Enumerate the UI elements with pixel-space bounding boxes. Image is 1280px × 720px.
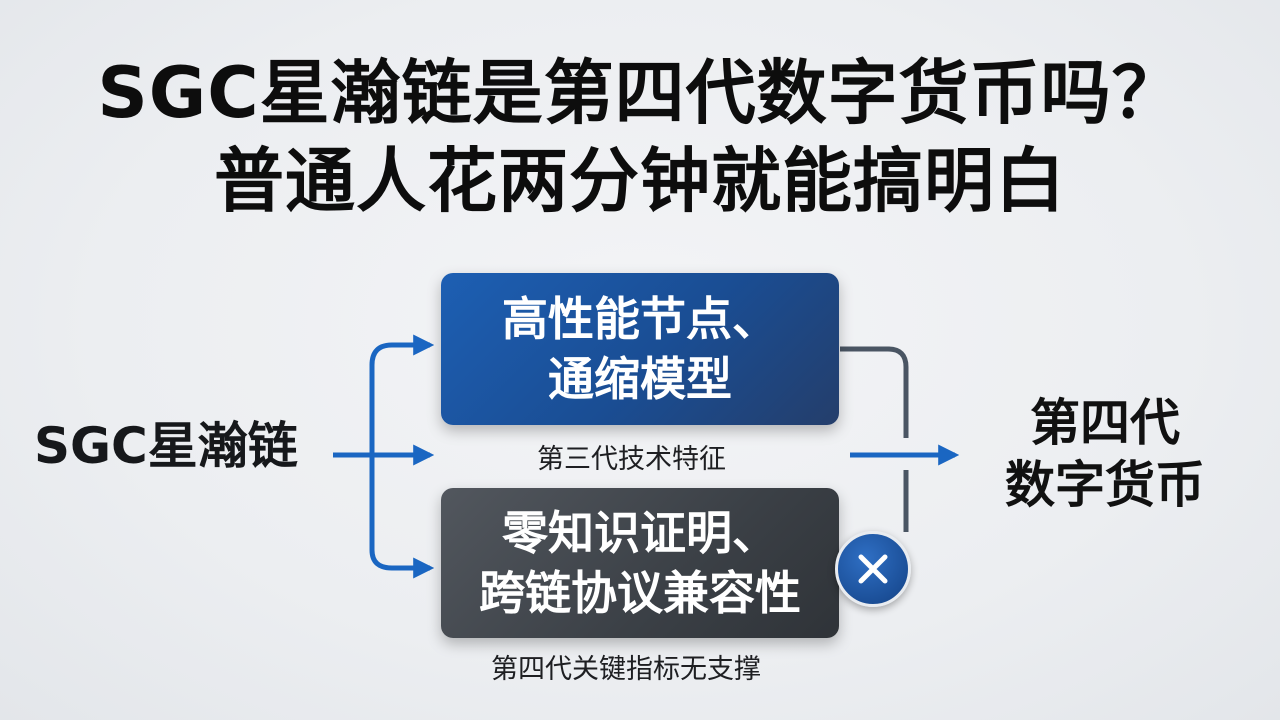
top-box-line-1: 高性能节点、 [502, 292, 778, 346]
bottom-box-line-1: 零知识证明、 [502, 506, 778, 560]
arrow-source-to-bottom-box [369, 455, 435, 579]
result-line-1: 第四代 [1030, 394, 1180, 452]
bottom-feature-box: 零知识证明、 跨链协议兼容性 [441, 488, 839, 638]
top-box-caption: 第三代技术特征 [537, 444, 726, 475]
arrow-source-to-top-box [369, 334, 435, 455]
x-mark-icon [835, 531, 911, 607]
top-box-line-2: 通缩模型 [548, 352, 732, 406]
connector-top-box-right [840, 346, 909, 438]
top-feature-box: 高性能节点、 通缩模型 [441, 273, 839, 425]
result-label: 第四代 数字货币 [985, 392, 1225, 516]
bottom-box-caption: 第四代关键指标无支撑 [491, 654, 761, 685]
result-line-2: 数字货币 [1005, 456, 1205, 514]
bottom-box-line-2: 跨链协议兼容性 [479, 566, 801, 620]
source-label: SGC星瀚链 [34, 417, 298, 475]
page-title-line-1: SGC星瀚链是第四代数字货币吗？ [97, 52, 1183, 134]
page-title-line-2: 普通人花两分钟就能搞明白 [214, 140, 1066, 222]
